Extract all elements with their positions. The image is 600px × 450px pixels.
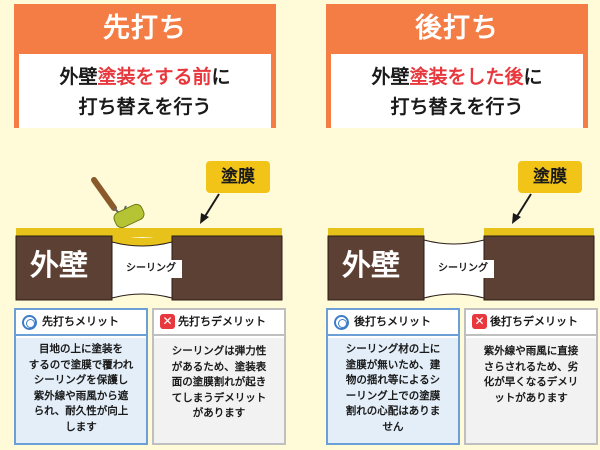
description-line-2: 打ち替えを行う bbox=[390, 96, 524, 118]
panel-pre-sealing: 先打ち 外壁塗装をする前に 打ち替えを行う 外壁 シー bbox=[14, 0, 286, 450]
demerit-header: ✕ 先打ちデメリット bbox=[154, 310, 284, 336]
sealing-label: シーリング bbox=[432, 260, 494, 278]
coating-layer-right bbox=[484, 228, 594, 237]
demerit-line: さらされるため、劣 bbox=[483, 360, 579, 373]
description-pre: 外壁 bbox=[371, 66, 410, 88]
demerit-line: 化が早くなるデメリ bbox=[483, 376, 579, 388]
sealing-label: シーリング bbox=[120, 260, 182, 278]
merit-line: 紫外線や雨風から遮 bbox=[33, 389, 129, 402]
film-arrow-head bbox=[200, 213, 209, 224]
panel-title: 先打ち bbox=[103, 13, 187, 44]
film-arrow-line bbox=[203, 193, 220, 219]
panel-title: 後打ち bbox=[415, 13, 499, 44]
wall-diagram: 外壁 シーリング 塗膜 bbox=[326, 150, 598, 305]
merit-title: 先打ちメリット bbox=[42, 315, 119, 328]
demerit-line: ットがあります bbox=[494, 391, 568, 404]
paint-roller-icon bbox=[113, 203, 145, 229]
demerit-line: 紫外線や雨風に直接 bbox=[483, 345, 579, 357]
wall-block-right bbox=[171, 235, 283, 301]
panel-description: 外壁塗装をした後に 打ち替えを行う bbox=[331, 54, 583, 128]
coating-layer bbox=[16, 228, 282, 237]
demerit-line: てしまうデメリット bbox=[171, 391, 267, 404]
wall-block-left bbox=[15, 235, 113, 301]
double-circle-icon bbox=[334, 315, 349, 330]
demerit-title: 後打ちデメリット bbox=[490, 315, 578, 328]
header-box: 先打ち 外壁塗装をする前に 打ち替えを行う bbox=[14, 4, 276, 128]
roller-handle bbox=[91, 177, 117, 211]
merit-line: 物の揺れ等によるシ bbox=[345, 374, 441, 386]
merit-title: 後打ちメリット bbox=[354, 315, 431, 328]
merit-line: ーリング上での塗膜 bbox=[345, 389, 441, 402]
panel-post-sealing: 後打ち 外壁塗装をした後に 打ち替えを行う 外壁 シーリング 塗膜 後打ちメリッ bbox=[326, 0, 598, 450]
demerit-line: があるため、塗装表 bbox=[171, 360, 267, 373]
merit-line: するので塗膜で覆われ bbox=[28, 358, 134, 371]
merit-header: 先打ちメリット bbox=[16, 310, 146, 336]
merit-line: 目地の上に塗装を bbox=[39, 343, 123, 355]
merit-box: 先打ちメリット 目地の上に塗装を するので塗膜で覆われ シーリングを保護し 紫外… bbox=[14, 308, 148, 445]
coating-film-label: 塗膜 bbox=[518, 161, 582, 193]
demerit-line: 面の塗膜割れが起き bbox=[171, 376, 267, 388]
wall-label: 外壁 bbox=[29, 248, 88, 282]
film-arrow-line bbox=[515, 193, 532, 219]
panel-description: 外壁塗装をする前に 打ち替えを行う bbox=[19, 54, 271, 128]
wall-block-right bbox=[483, 235, 595, 301]
description-post: に bbox=[211, 66, 231, 88]
demerit-title: 先打ちデメリット bbox=[178, 315, 266, 328]
description-line-1: 外壁塗装をする前に bbox=[19, 62, 271, 92]
demerit-box: ✕ 先打ちデメリット シーリングは弾力性 があるため、塗装表 面の塗膜割れが起き… bbox=[152, 308, 286, 445]
merit-line: 割れの心配はありま bbox=[345, 405, 441, 417]
merit-line: 塗膜が無いため、建 bbox=[345, 358, 441, 371]
demerit-text: 紫外線や雨風に直接 さらされるため、劣 化が早くなるデメリ ットがあります bbox=[466, 338, 596, 443]
demerit-text: シーリングは弾力性 があるため、塗装表 面の塗膜割れが起き てしまうデメリット … bbox=[154, 338, 284, 443]
demerit-line: があります bbox=[192, 407, 246, 419]
double-circle-icon bbox=[22, 315, 37, 330]
description-highlight: 塗装をする前 bbox=[97, 66, 212, 88]
description-highlight: 塗装をした後 bbox=[409, 66, 524, 88]
cross-mark-icon: ✕ bbox=[160, 314, 175, 329]
wall-block-left bbox=[327, 235, 425, 301]
demerit-box: ✕ 後打ちデメリット 紫外線や雨風に直接 さらされるため、劣 化が早くなるデメリ… bbox=[464, 308, 598, 445]
demerit-line: シーリングは弾力性 bbox=[171, 345, 267, 357]
merit-line: シーリング材の上に bbox=[345, 343, 441, 355]
merit-line: します bbox=[65, 420, 97, 433]
merit-line: せん bbox=[382, 420, 404, 433]
merit-line: シーリングを保護し bbox=[33, 374, 129, 386]
description-line-1: 外壁塗装をした後に bbox=[331, 62, 583, 92]
coating-film-label: 塗膜 bbox=[206, 161, 270, 193]
wall-label: 外壁 bbox=[341, 248, 400, 282]
merit-text: 目地の上に塗装を するので塗膜で覆われ シーリングを保護し 紫外線や雨風から遮 … bbox=[16, 338, 146, 443]
wall-diagram: 外壁 シーリング 塗膜 bbox=[14, 150, 286, 305]
description-post: に bbox=[523, 66, 543, 88]
cross-mark-icon: ✕ bbox=[472, 314, 487, 329]
wall-diagram-graphic bbox=[327, 193, 595, 301]
coating-layer-left bbox=[328, 228, 424, 237]
merit-box: 後打ちメリット シーリング材の上に 塗膜が無いため、建 物の揺れ等によるシ ーリ… bbox=[326, 308, 460, 445]
description-line-2: 打ち替えを行う bbox=[78, 96, 212, 118]
film-arrow-head bbox=[512, 213, 521, 224]
header-box: 後打ち 外壁塗装をした後に 打ち替えを行う bbox=[326, 4, 588, 128]
merit-line: られ、耐久性が向上 bbox=[33, 405, 129, 417]
coating-over-joint bbox=[112, 232, 172, 246]
merit-text: シーリング材の上に 塗膜が無いため、建 物の揺れ等によるシ ーリング上での塗膜 … bbox=[328, 338, 458, 443]
demerit-header: ✕ 後打ちデメリット bbox=[466, 310, 596, 336]
merit-header: 後打ちメリット bbox=[328, 310, 458, 336]
description-pre: 外壁 bbox=[59, 66, 98, 88]
